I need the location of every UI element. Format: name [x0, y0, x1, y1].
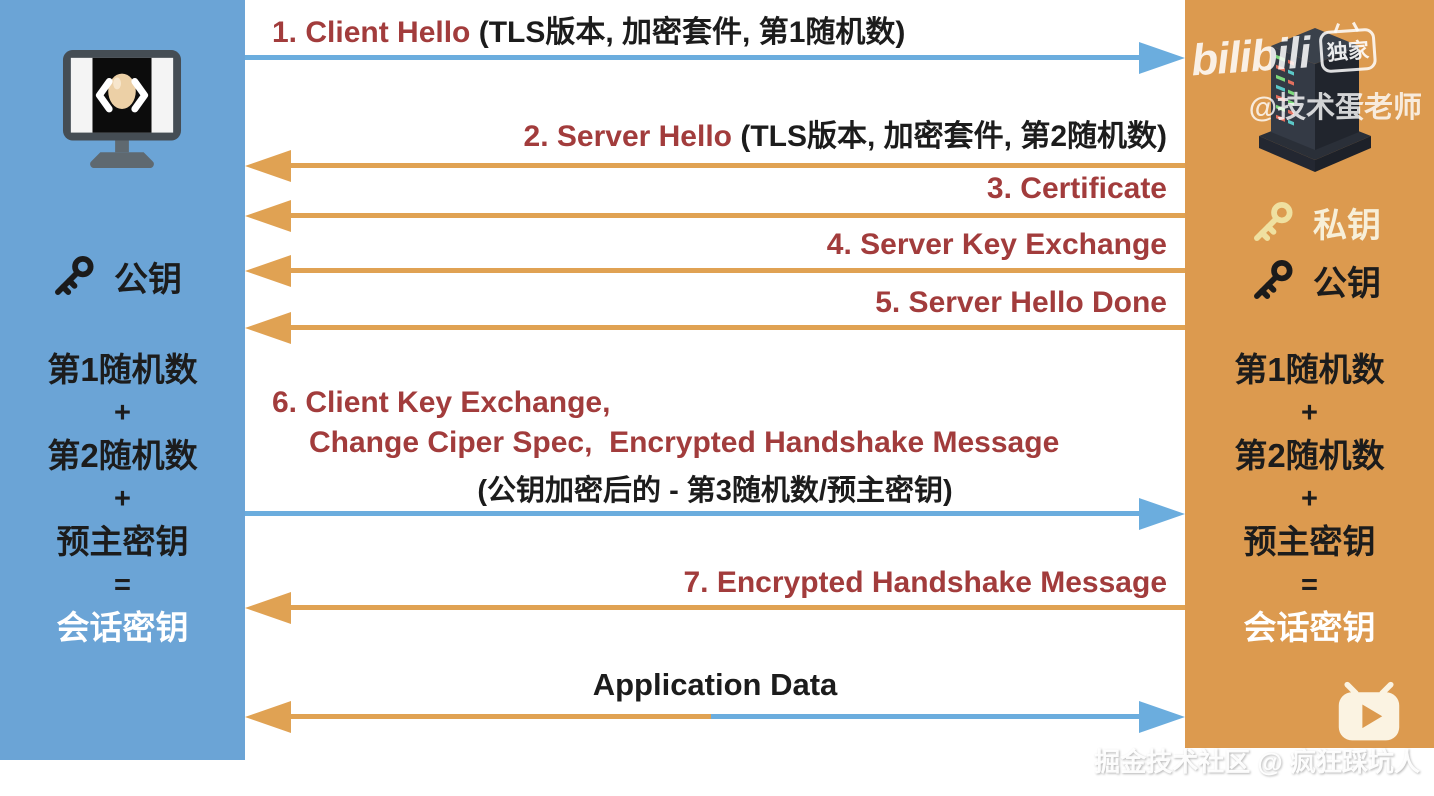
message-6-detail: (公钥加密后的 - 第3随机数/预主密钥) — [477, 475, 953, 507]
message-4-arrow-left — [245, 255, 1185, 287]
formula-session-key: 会话密钥 — [1243, 609, 1376, 646]
message-2-arrow-left — [245, 150, 1185, 182]
formula-random1: 第1随机数 — [47, 351, 198, 388]
footer-watermark: 掘金技术社区 @ 疯狂踩坑人 — [1094, 747, 1420, 777]
formula-random2: 第2随机数 — [1234, 437, 1385, 474]
formula-premaster: 预主密钥 — [56, 523, 189, 560]
formula-plus: + — [114, 397, 131, 429]
message-7-label: 7. Encrypted Handshake Message — [683, 566, 1167, 599]
bilibili-exclusive-badge: 独家 — [1318, 27, 1378, 74]
author-watermark: @技术蛋老师 — [1248, 92, 1422, 124]
client-panel: 公钥 第1随机数 + 第2随机数 + 预主密钥 = 会话密钥 — [0, 0, 245, 760]
message-1-arrow-right — [245, 42, 1185, 74]
server-public-key-row: 公钥 — [1247, 254, 1381, 306]
server-panel: bilibili 独家 @技术蛋老师 私钥 — [1185, 0, 1434, 748]
bilibili-tv-play-icon — [1338, 681, 1400, 741]
handshake-message-flow: 1. Client Hello (TLS版本, 加密套件, 第1随机数) 2. … — [245, 0, 1185, 796]
message-3-arrow-left — [245, 200, 1185, 232]
message-1-label: 1. Client Hello (TLS版本, 加密套件, 第1随机数) — [272, 16, 906, 49]
application-data-arrow-bidirectional — [245, 701, 1185, 733]
client-public-key-label: 公钥 — [114, 260, 182, 299]
formula-equals: = — [1301, 569, 1318, 601]
client-computer-icon — [62, 49, 182, 168]
message-4-label: 4. Server Key Exchange — [826, 228, 1167, 261]
application-data-label: Application Data — [592, 667, 838, 702]
formula-plus: + — [1301, 397, 1318, 429]
message-6-line2: Change Ciper Spec, Encrypted Handshake M… — [309, 426, 1060, 459]
formula-premaster: 预主密钥 — [1243, 523, 1376, 560]
message-3-label: 3. Certificate — [986, 172, 1167, 205]
formula-random2: 第2随机数 — [47, 437, 198, 474]
server-public-key-label: 公钥 — [1313, 264, 1381, 303]
message-7-arrow-left — [245, 592, 1185, 624]
formula-random1: 第1随机数 — [1234, 351, 1385, 388]
formula-session-key: 会话密钥 — [56, 609, 189, 646]
message-6-arrow-right — [245, 498, 1185, 530]
private-key-icon — [1254, 201, 1293, 241]
message-2-label: 2. Server Hello (TLS版本, 加密套件, 第2随机数) — [523, 120, 1167, 153]
bilibili-logo-text: bilibili — [1189, 28, 1312, 86]
public-key-icon — [1254, 259, 1293, 299]
public-key-icon — [55, 255, 94, 295]
server-private-key-row: 私钥 — [1247, 196, 1381, 248]
client-public-key-row: 公钥 — [48, 250, 182, 302]
client-session-key-formula: 第1随机数 + 第2随机数 + 预主密钥 = 会话密钥 — [0, 350, 245, 651]
formula-equals: = — [114, 569, 131, 601]
server-session-key-formula: 第1随机数 + 第2随机数 + 预主密钥 = 会话密钥 — [1185, 350, 1434, 651]
message-5-arrow-left — [245, 312, 1185, 344]
formula-plus: + — [114, 483, 131, 515]
formula-plus: + — [1301, 483, 1318, 515]
message-5-label: 5. Server Hello Done — [875, 286, 1167, 319]
message-6-line1: 6. Client Key Exchange, — [272, 386, 611, 419]
server-private-key-label: 私钥 — [1313, 206, 1381, 245]
